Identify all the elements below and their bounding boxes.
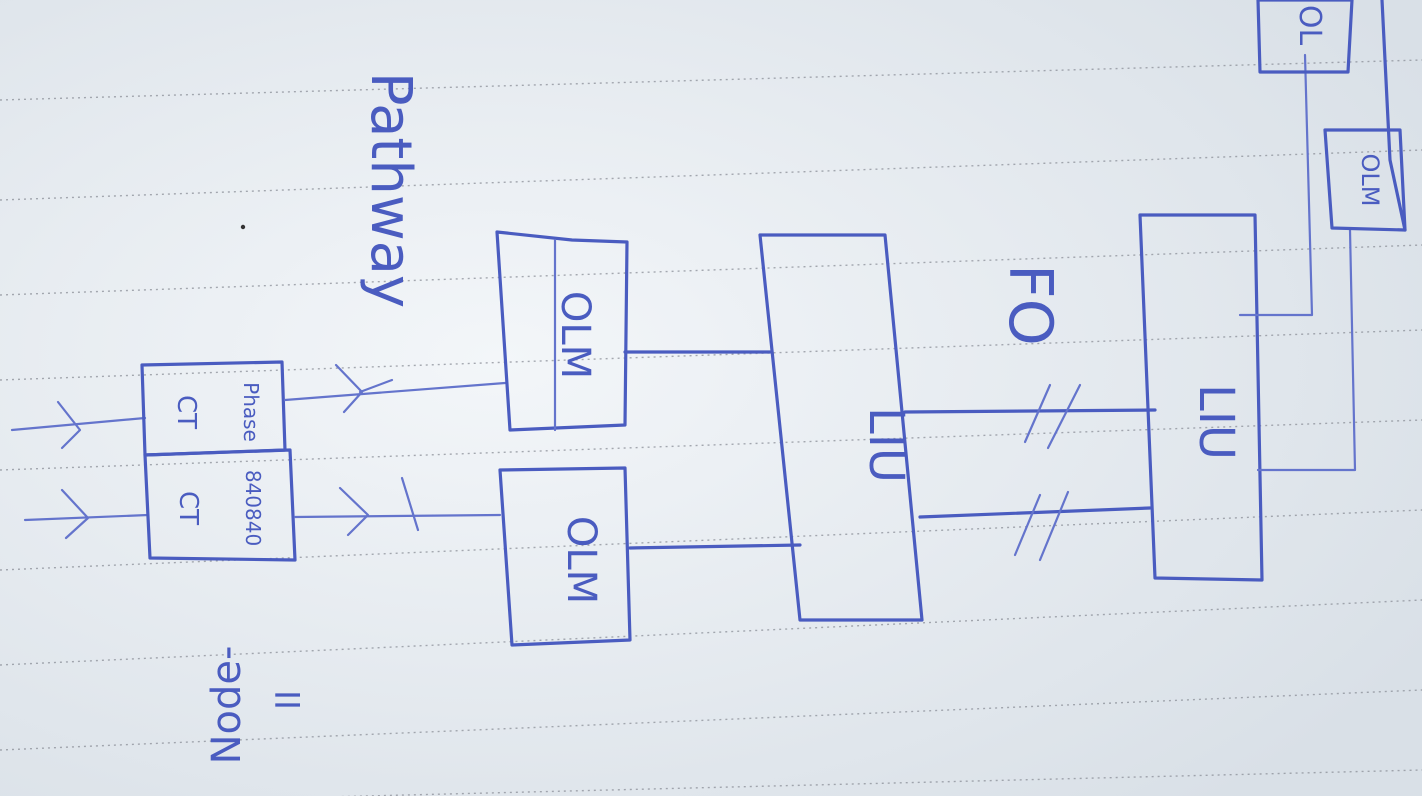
- liu-box-1: LIU: [758, 233, 924, 622]
- olm-box-3: OLM: [1323, 128, 1407, 232]
- olm-2-label: OLM: [558, 516, 604, 604]
- fo-label: FO: [995, 264, 1065, 346]
- ct-block: CT Phase CT 840840: [140, 360, 297, 562]
- olm-4-label: OL: [1292, 5, 1327, 46]
- liu-box-2: LIU: [1138, 213, 1264, 582]
- ct-top-label: CT: [171, 395, 201, 429]
- ct-olm-connections: [283, 363, 507, 537]
- olm-liu-connections: [623, 350, 802, 550]
- node-number: II: [269, 690, 309, 710]
- liu-1-label: LIU: [858, 407, 914, 483]
- olm-box-1: OLM: [495, 230, 629, 432]
- liu-2-label: LIU: [1188, 384, 1244, 460]
- ct-bottom-label: CT: [173, 491, 203, 525]
- right-wiring: [1238, 0, 1407, 472]
- olm-box-4: OL: [1256, 0, 1354, 74]
- ct-bottom-number: 840840: [241, 470, 265, 546]
- olm-3-label: OLM: [1356, 154, 1384, 207]
- input-arrows: [10, 400, 150, 540]
- ink-dot: [240, 224, 246, 230]
- pathway-label: Pathway: [358, 72, 423, 308]
- olm-box-2: OLM: [498, 466, 632, 647]
- olm-1-label: OLM: [552, 291, 598, 379]
- fiber-links: [903, 383, 1157, 562]
- node-label: Node-: [204, 646, 250, 765]
- ct-top-number: Phase: [239, 382, 263, 442]
